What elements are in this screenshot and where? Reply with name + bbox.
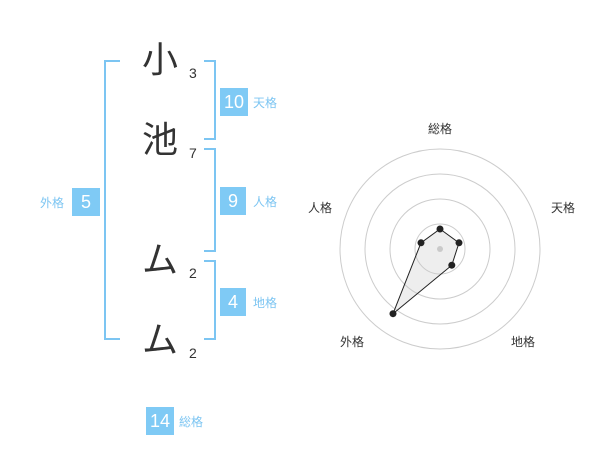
stroke-count-3: 2 bbox=[189, 265, 197, 281]
outer-bracket bbox=[104, 60, 120, 340]
soukaku-label: 総格 bbox=[179, 415, 204, 429]
stroke-count-4: 2 bbox=[189, 345, 197, 361]
name-char-3: ム bbox=[142, 240, 179, 281]
jinkaku-value: 9 bbox=[220, 187, 246, 215]
tenkaku-bracket bbox=[204, 60, 216, 140]
name-char-1: 小 bbox=[142, 40, 179, 81]
soukaku-value: 14 bbox=[146, 407, 174, 435]
chikaku-bracket bbox=[204, 260, 216, 340]
radar-point-1 bbox=[436, 225, 444, 233]
radar-center bbox=[437, 246, 443, 252]
axis-label-soukaku: 総格 bbox=[428, 122, 453, 136]
gaikaku-value: 5 bbox=[72, 188, 100, 216]
stroke-count-1: 3 bbox=[189, 65, 197, 81]
radar-ring bbox=[414, 223, 466, 275]
axis-label-jinkaku: 人格 bbox=[308, 201, 333, 215]
tenkaku-label: 天格 bbox=[253, 96, 278, 110]
radar-ring bbox=[339, 148, 541, 350]
chikaku-label: 地格 bbox=[253, 296, 278, 310]
radar-point-2 bbox=[455, 239, 463, 247]
jinkaku-label: 人格 bbox=[253, 195, 278, 209]
radar-point-4 bbox=[389, 310, 397, 318]
axis-label-chikaku: 地格 bbox=[511, 335, 536, 349]
radar-ring bbox=[389, 198, 491, 300]
gaikaku-label: 外格 bbox=[40, 196, 65, 210]
axis-label-gaikaku: 外格 bbox=[340, 335, 365, 349]
jinkaku-bracket bbox=[204, 148, 216, 252]
radar-point-3 bbox=[448, 261, 456, 269]
tenkaku-value: 10 bbox=[220, 88, 248, 116]
radar-point-5 bbox=[417, 239, 425, 247]
chikaku-value: 4 bbox=[220, 288, 246, 316]
name-char-2: 池 bbox=[142, 120, 179, 161]
name-char-4: ム bbox=[142, 320, 179, 361]
radar-ring bbox=[364, 173, 516, 325]
radar-area bbox=[392, 228, 460, 315]
stroke-count-2: 7 bbox=[189, 145, 197, 161]
axis-label-tenkaku: 天格 bbox=[551, 201, 576, 215]
